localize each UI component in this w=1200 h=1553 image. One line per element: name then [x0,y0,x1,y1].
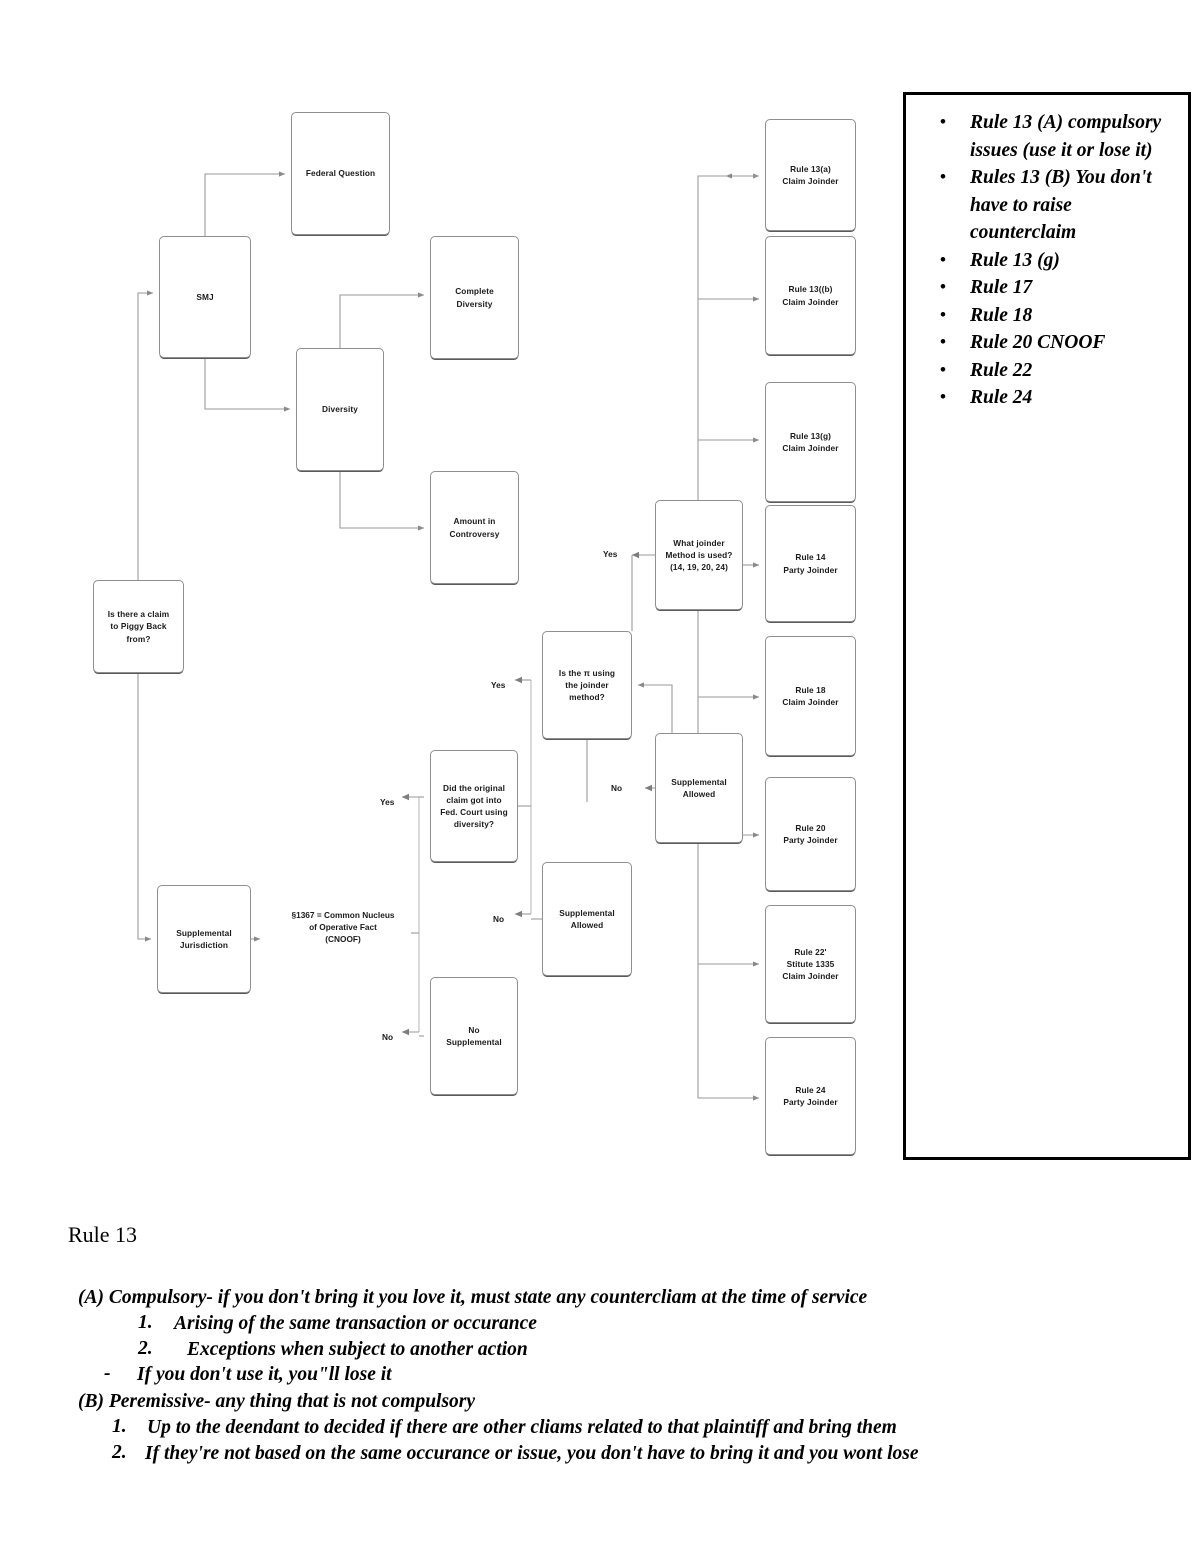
note-line-a-heading: (A) Compulsory- if you don't bring it yo… [78,1287,868,1308]
node-label: Did the original claim got into Fed. Cou… [440,782,508,830]
note-line-b-heading: (B) Peremissive- any thing that is not c… [78,1391,476,1412]
note-marker: 2. [112,1442,127,1463]
node-label: What joinder Method is used? (14, 19, 20… [665,537,733,572]
node-label: Rule 18 Claim Joinder [782,684,839,707]
label-cnoof: §1367 = Common Nucleus of Operative Fact… [291,910,395,945]
node-label: Rule 13(a) Claim Joinder [782,163,839,186]
note-line-b-2: If they're not based on the same occuran… [145,1443,919,1464]
node-did-original-claim-diversity: Did the original claim got into Fed. Cou… [430,750,518,862]
note-line-a-2: Exceptions when subject to another actio… [187,1339,528,1360]
node-supplemental-allowed-left: Supplemental Allowed [542,862,632,976]
rules-list-item: Rules 13 (B) You don't have to raise cou… [940,163,1174,247]
rules-list-item: Rule 24 [940,383,1174,412]
node-label: Rule 14 Party Joinder [783,552,838,575]
node-piggy-back-claim: Is there a claim to Piggy Back from? [93,580,184,673]
node-label: Supplemental Allowed [671,776,727,799]
node-label: Rule 13(g) Claim Joinder [782,430,839,453]
rules-list-item: Rule 18 [940,301,1174,330]
note-line-b-1: Up to the deendant to decided if there a… [147,1417,897,1438]
note-line-a-dash: If you don't use it, you"ll lose it [137,1364,392,1385]
node-label: SMJ [196,291,214,302]
node-rule-13g: Rule 13(g) Claim Joinder [765,382,856,502]
node-label: Federal Question [305,168,376,179]
node-no-supplemental: No Supplemental [430,977,518,1095]
rules-list-item: Rule 20 CNOOF [940,328,1174,357]
node-rule-13a: Rule 13(a) Claim Joinder [765,119,856,231]
node-rule-22: Rule 22' Stitute 1335 Claim Joinder [765,905,856,1023]
node-rule-20: Rule 20 Party Joinder [765,777,856,891]
rules-list-item: Rule 22 [940,356,1174,385]
node-federal-question: Federal Question [291,112,390,235]
note-marker: 1. [138,1312,153,1333]
node-label: Rule 24 Party Joinder [783,1084,838,1107]
node-label: Is the π using the joinder method? [558,667,616,702]
edge-label-yes-pi-joinder: Yes [491,680,506,690]
node-label: Complete Diversity [455,286,494,309]
notes-title: Rule 13 [68,1222,138,1247]
node-complete-diversity: Complete Diversity [430,236,519,359]
edge-label-no-supplemental-allowed-left: No [493,914,505,924]
node-what-joinder-method: What joinder Method is used? (14, 19, 20… [655,500,743,610]
node-label: Amount in Controversy [449,516,500,539]
edge-label-no-no-supplemental: No [382,1032,394,1042]
node-supplemental-allowed-right: Supplemental Allowed [655,733,743,843]
node-diversity: Diversity [296,348,384,471]
rules-list-item: Rule 13 (A) compulsory issues (use it or… [940,108,1174,164]
node-label: Rule 22' Stitute 1335 Claim Joinder [782,946,839,981]
node-rule-18: Rule 18 Claim Joinder [765,636,856,756]
node-rule-24: Rule 24 Party Joinder [765,1037,856,1155]
edge-label-yes-joinder-method: Yes [603,549,618,559]
note-marker: - [104,1363,111,1384]
node-smj: SMJ [159,236,251,358]
rules-list: Rule 13 (A) compulsory issues (use it or… [906,95,1188,412]
node-label: Diversity [322,404,358,415]
node-label: Is there a claim to Piggy Back from? [107,609,170,644]
node-label: Supplemental Jurisdiction [176,927,232,950]
node-supplemental-jurisdiction: Supplemental Jurisdiction [157,885,251,993]
node-rule-14: Rule 14 Party Joinder [765,505,856,622]
edge-label-no-supplemental-allowed-right: No [611,783,623,793]
note-marker: 1. [112,1416,127,1437]
node-label: Rule 13((b) Claim Joinder [782,284,839,307]
node-rule-13b: Rule 13((b) Claim Joinder [765,236,856,355]
note-line-a-1: Arising of the same transaction or occur… [174,1313,537,1334]
rules-list-item: Rule 13 (g) [940,246,1174,275]
node-label: No Supplemental [446,1024,502,1047]
node-label: Rule 20 Party Joinder [783,822,838,845]
node-label: Supplemental Allowed [559,907,615,930]
edge-label-yes-original-claim: Yes [380,797,395,807]
note-marker: 2. [138,1338,153,1359]
rules-list-item: Rule 17 [940,273,1174,302]
node-is-pi-using-joinder: Is the π using the joinder method? [542,631,632,739]
node-amount-in-controversy: Amount in Controversy [430,471,519,584]
rules-callout-box: Rule 13 (A) compulsory issues (use it or… [903,92,1191,1160]
